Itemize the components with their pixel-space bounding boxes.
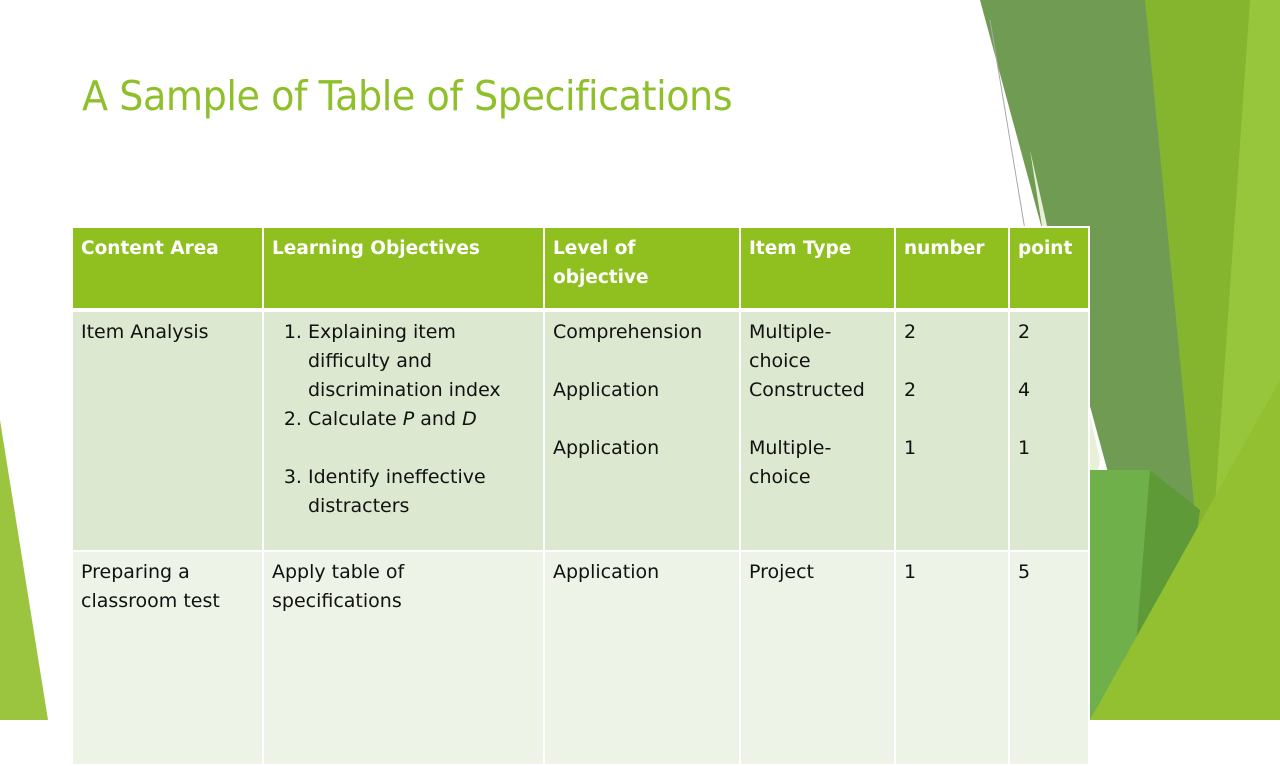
cell-number: 1 (894, 550, 1010, 766)
objectives-list: Explaining item difficulty and discrimin… (272, 318, 535, 521)
objective-item: Identify ineffective distracters (308, 463, 535, 521)
slide-title: A Sample of Table of Specifications (82, 72, 733, 120)
header-level-of-objective: Level of objective (543, 226, 741, 312)
cell-content-area: Preparing a classroom test (71, 550, 264, 766)
cell-number: 2 2 1 (894, 309, 1010, 552)
specifications-table: Content Area Learning Objectives Level o… (71, 226, 1090, 766)
cell-learning-objectives: Apply table of specifications (262, 550, 545, 766)
table-row: Item Analysis Explaining item difficulty… (71, 309, 1090, 552)
cell-point: 5 (1008, 550, 1090, 766)
cell-item-type: Multiple-choice Constructed Multiple-cho… (739, 309, 896, 552)
header-point: point (1008, 226, 1090, 312)
header-learning-objectives: Learning Objectives (262, 226, 545, 312)
header-item-type: Item Type (739, 226, 896, 312)
cell-point: 2 4 1 (1008, 309, 1090, 552)
header-number: number (894, 226, 1010, 312)
header-content-area: Content Area (71, 226, 264, 312)
table-header-row: Content Area Learning Objectives Level o… (71, 226, 1090, 312)
objective-item: Calculate P and D (308, 405, 535, 463)
table-row: Preparing a classroom test Apply table o… (71, 550, 1090, 766)
objective-item: Explaining item difficulty and discrimin… (308, 318, 535, 405)
cell-level-of-objective: Comprehension Application Application (543, 309, 741, 552)
cell-level-of-objective: Application (543, 550, 741, 766)
cell-content-area: Item Analysis (71, 309, 264, 552)
cell-item-type: Project (739, 550, 896, 766)
cell-learning-objectives: Explaining item difficulty and discrimin… (262, 309, 545, 552)
